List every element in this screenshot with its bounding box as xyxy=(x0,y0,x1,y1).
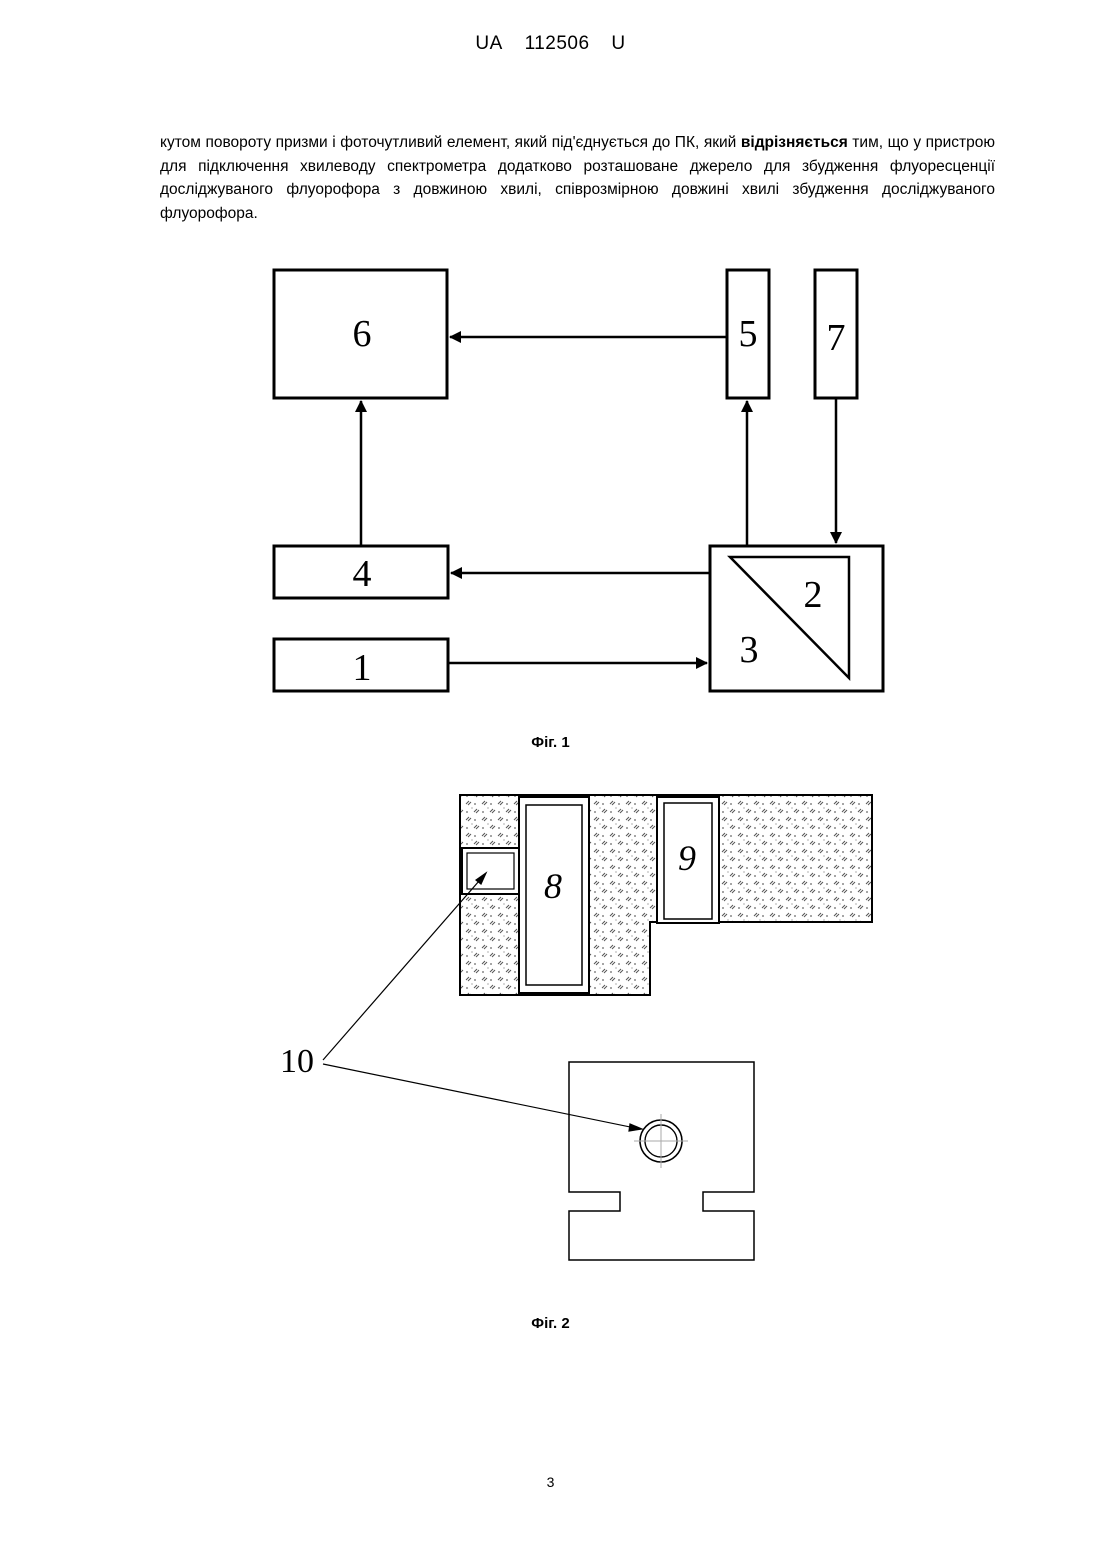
label-8: 8 xyxy=(544,866,562,906)
page-number: 3 xyxy=(0,1474,1101,1490)
figure-2-caption: Фіг. 2 xyxy=(0,1315,1101,1332)
label-10: 10 xyxy=(280,1043,314,1080)
label-9: 9 xyxy=(678,838,696,878)
side-channel-inner xyxy=(467,853,514,889)
